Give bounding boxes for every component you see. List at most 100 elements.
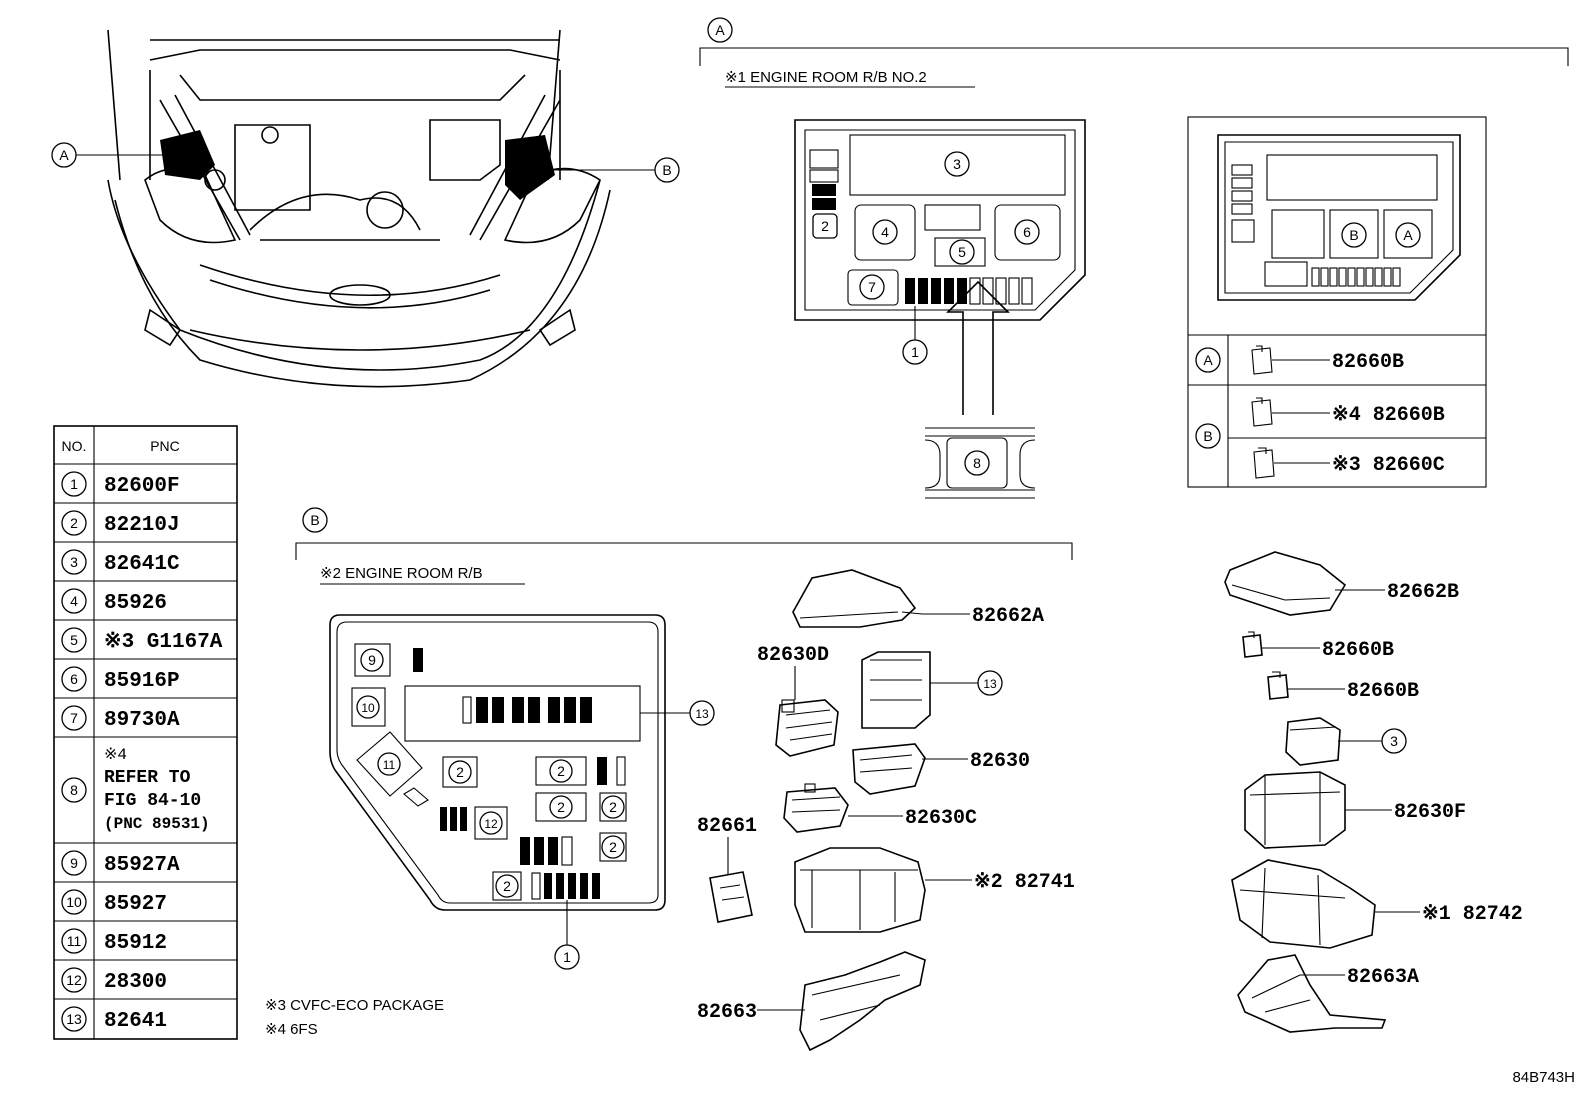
svg-text:13: 13 xyxy=(66,1011,82,1027)
part-13-module: 13 xyxy=(861,651,1003,729)
svg-text:2: 2 xyxy=(557,799,565,815)
svg-text:9: 9 xyxy=(368,652,376,668)
svg-text:10: 10 xyxy=(66,894,82,910)
svg-text:85916P: 85916P xyxy=(104,670,180,693)
svg-text:2: 2 xyxy=(503,878,511,894)
car-front-illustration xyxy=(107,29,611,388)
part-82630: 82630 xyxy=(852,743,1030,795)
cover-82662a: 82662A xyxy=(792,569,1044,628)
svg-text:82663A: 82663A xyxy=(1347,966,1419,989)
svg-text:2: 2 xyxy=(70,515,78,531)
svg-text:A: A xyxy=(1403,227,1413,243)
svg-text:8: 8 xyxy=(973,455,981,471)
svg-text:6: 6 xyxy=(70,671,78,687)
fuse-row xyxy=(462,696,592,724)
section-a-title: ※1 ENGINE ROOM R/B NO.2 xyxy=(725,69,927,86)
svg-text:28300: 28300 xyxy=(104,971,167,994)
svg-text:5: 5 xyxy=(70,632,78,648)
relay-block-no2-view xyxy=(794,119,1086,499)
svg-text:82630D: 82630D xyxy=(757,644,829,667)
svg-text:82630: 82630 xyxy=(970,750,1030,773)
svg-text:※4: ※4 xyxy=(104,746,127,764)
svg-text:82641: 82641 xyxy=(104,1010,167,1033)
svg-text:9: 9 xyxy=(70,855,78,871)
svg-text:FIG 84-10: FIG 84-10 xyxy=(104,791,201,811)
svg-text:6: 6 xyxy=(1023,224,1031,240)
pnc-row: 10 85927 xyxy=(61,889,167,916)
svg-text:2: 2 xyxy=(821,218,829,234)
svg-text:(PNC 89531): (PNC 89531) xyxy=(104,815,210,833)
svg-text:B: B xyxy=(662,162,671,178)
svg-text:REFER TO: REFER TO xyxy=(104,768,191,788)
svg-text:82600F: 82600F xyxy=(104,475,180,498)
svg-text:5: 5 xyxy=(958,244,966,260)
svg-text:B: B xyxy=(1203,428,1212,444)
svg-text:11: 11 xyxy=(67,933,82,949)
svg-text:85912: 85912 xyxy=(104,932,167,955)
markers-section-b: 9 10 11 2 2 2 12 2 2 2 1 13 xyxy=(356,648,715,970)
connector-table: B A A B 82660B ※4 82660B ※3 82660C xyxy=(1187,116,1487,488)
svg-text:2: 2 xyxy=(609,799,617,815)
case-82742: ※1 82742 xyxy=(1231,859,1523,949)
svg-text:8: 8 xyxy=(70,782,78,798)
svg-text:82630C: 82630C xyxy=(905,807,977,830)
footnotes: ※3 CVFC-ECO PACKAGE ※4 6FS xyxy=(265,997,444,1038)
cover-82662b: 82662B xyxy=(1224,551,1459,616)
svg-text:A: A xyxy=(715,22,725,38)
svg-text:※2 82741: ※2 82741 xyxy=(974,871,1075,894)
svg-text:3: 3 xyxy=(1390,733,1398,749)
part-82630c: 82630C xyxy=(783,783,977,833)
pnc-row: 4 85926 xyxy=(61,588,167,615)
svg-text:82660B: 82660B xyxy=(1347,680,1419,703)
svg-text:※1 82742: ※1 82742 xyxy=(1422,903,1523,926)
pnc-row: 9 85927A xyxy=(61,850,180,877)
section-a-header: A ※1 ENGINE ROOM R/B NO.2 xyxy=(699,17,1569,88)
middle-parts: 82662A 82630D 13 82630 82630C xyxy=(697,569,1075,1052)
pnc-row: 2 82210J xyxy=(61,510,180,537)
svg-text:A: A xyxy=(59,147,69,163)
cover-82663a: 82663A xyxy=(1237,954,1419,1033)
pnc-row: 1 82600F xyxy=(61,471,180,498)
part-82630d: 82630D xyxy=(757,644,839,757)
svg-text:A: A xyxy=(1203,352,1213,368)
svg-text:89730A: 89730A xyxy=(104,709,180,732)
markers-section-a: 3 2 4 5 6 7 1 8 xyxy=(812,151,1040,476)
svg-text:3: 3 xyxy=(70,554,78,570)
pnc-row: 12 28300 xyxy=(61,967,167,994)
svg-text:1: 1 xyxy=(70,476,78,492)
relay-block-view xyxy=(329,614,690,945)
pnc-table-header-no: NO. xyxy=(62,438,87,454)
pnc-row: 7 89730A xyxy=(61,705,180,732)
pnc-row: 11 85912 xyxy=(61,928,167,955)
callout-a-car: A xyxy=(51,142,165,168)
svg-text:10: 10 xyxy=(361,701,375,715)
svg-text:※3 82660C: ※3 82660C xyxy=(1332,454,1445,477)
svg-text:13: 13 xyxy=(695,707,709,721)
svg-text:4: 4 xyxy=(881,224,889,240)
svg-text:7: 7 xyxy=(868,279,876,295)
svg-text:B: B xyxy=(310,512,319,528)
footnote: ※3 CVFC-ECO PACKAGE xyxy=(265,997,444,1014)
pnc-row: 5 ※3 G1167A xyxy=(61,627,223,654)
cover-82663: 82663 xyxy=(697,951,926,1052)
block-82630f: 82630F xyxy=(1244,771,1466,849)
svg-text:82662A: 82662A xyxy=(972,605,1044,628)
svg-text:12: 12 xyxy=(66,972,82,988)
pnc-row: 13 82641 xyxy=(61,1006,167,1033)
footnote: ※4 6FS xyxy=(265,1021,318,1038)
svg-text:※4 82660B: ※4 82660B xyxy=(1332,404,1445,427)
pnc-row: 3 82641C xyxy=(61,549,180,576)
svg-text:82210J: 82210J xyxy=(104,514,180,537)
svg-text:85927: 85927 xyxy=(104,893,167,916)
svg-text:13: 13 xyxy=(983,677,997,691)
svg-text:12: 12 xyxy=(484,817,498,831)
relay-82660b-2: 82660B xyxy=(1267,671,1419,703)
pnc-table: NO. PNC 1 82600F 2 82210J 3 82641C 4 859… xyxy=(53,425,238,1040)
case-82741: ※2 82741 xyxy=(794,847,1075,933)
callout-b-car: B xyxy=(545,157,680,183)
pnc-row: 6 85916P xyxy=(61,666,180,693)
svg-text:82630F: 82630F xyxy=(1394,801,1466,824)
relay-82660b-1: 82660B xyxy=(1242,631,1394,662)
svg-text:※3 G1167A: ※3 G1167A xyxy=(104,630,223,654)
